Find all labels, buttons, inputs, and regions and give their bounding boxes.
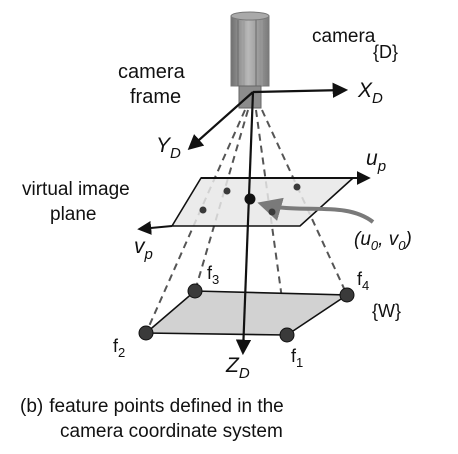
projected-point	[293, 183, 301, 191]
virtual-image-plane	[170, 177, 356, 227]
caption-text-1: feature points defined in the	[49, 396, 284, 417]
u-axis-label: up	[366, 147, 386, 175]
world-frame-label: {W}	[372, 301, 401, 321]
x-axis-arrow	[252, 82, 349, 98]
feature-point-f2	[138, 325, 154, 341]
v-axis-arrow	[137, 220, 173, 235]
caption-tag: (b)	[20, 396, 44, 417]
feature-point-f3	[187, 283, 203, 299]
y-axis-arrow	[187, 91, 254, 151]
camera-label: camera	[312, 26, 376, 47]
figure-caption: (b)feature points defined in the camera …	[20, 394, 450, 444]
caption-line-1: (b)feature points defined in the	[20, 394, 450, 419]
v-axis-label: vp	[134, 235, 153, 263]
feature-point-f4	[339, 287, 355, 303]
principal-point-label: (u0, v0)	[354, 229, 412, 253]
principal-point	[244, 193, 256, 205]
z-axis-label: ZD	[225, 354, 250, 382]
camera-frame-label-1: camera	[118, 61, 186, 83]
frame-d-label: {D}	[373, 42, 398, 62]
projected-point	[268, 208, 276, 216]
camera-frame-label-2: frame	[130, 86, 181, 108]
f2-label: f2	[113, 336, 125, 360]
virtual-plane-label-1: virtual image	[22, 179, 130, 200]
principal-point-arrow	[257, 197, 375, 224]
projected-point	[199, 206, 207, 214]
x-axis-label: XD	[357, 79, 383, 107]
virtual-plane-label-2: plane	[50, 204, 97, 225]
feature-point-f1	[279, 327, 295, 343]
caption-line-2: camera coordinate system	[60, 421, 283, 442]
f4-label: f4	[357, 269, 369, 293]
projected-point	[223, 187, 231, 195]
z-axis-arrow	[235, 91, 255, 356]
world-plane	[143, 290, 350, 336]
f3-label: f3	[207, 263, 219, 287]
camera-body	[230, 11, 270, 109]
f1-label: f1	[291, 346, 303, 370]
y-axis-label: YD	[156, 134, 181, 162]
